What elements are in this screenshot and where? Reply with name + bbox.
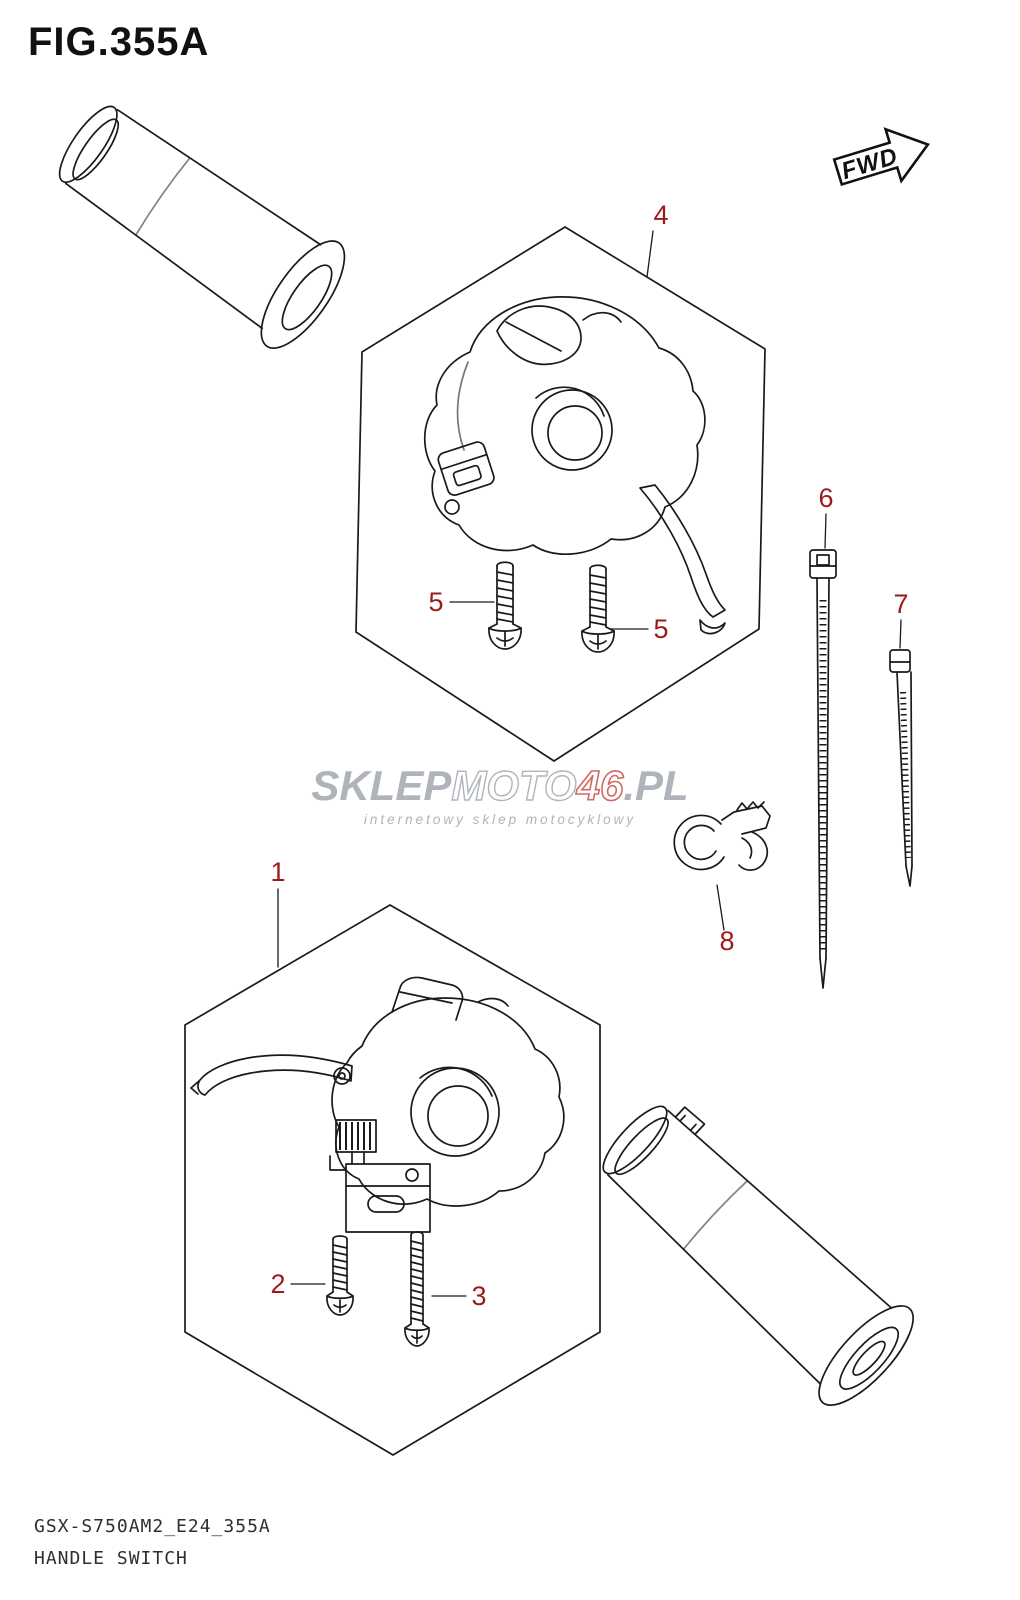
handlebar-hole-lower bbox=[410, 1067, 500, 1157]
callout-numbers: 4 5 5 6 7 8 1 2 3 bbox=[270, 200, 908, 1311]
leader-lines bbox=[277, 230, 902, 1297]
figure-title: FIG.355A bbox=[28, 20, 210, 64]
handlebar-grip-left bbox=[58, 105, 346, 349]
callout-3: 3 bbox=[471, 1281, 486, 1311]
callout-5-right: 5 bbox=[653, 614, 668, 644]
watermark-sklep: SKLEP bbox=[311, 762, 452, 809]
watermark: SKLEPMOTO46.PL internetowy sklep motocyk… bbox=[311, 761, 688, 827]
watermark-pl: .PL bbox=[623, 762, 688, 809]
hexagon-lower bbox=[184, 904, 601, 1456]
screw-3 bbox=[404, 1231, 430, 1347]
screw-5-left bbox=[488, 561, 522, 650]
handle-switch-upper bbox=[423, 296, 726, 635]
fwd-arrow-shape bbox=[832, 127, 930, 187]
fwd-label: FWD bbox=[838, 142, 901, 185]
watermark-46: 46 bbox=[576, 762, 624, 809]
hexagon-upper bbox=[355, 226, 766, 762]
fwd-arrow: FWD bbox=[832, 127, 930, 187]
handle-switch-lower bbox=[190, 976, 565, 1233]
handlebar-grip-right bbox=[602, 1105, 915, 1406]
model-code: GSX-S750AM2_E24_355A bbox=[34, 1516, 271, 1537]
callout-4: 4 bbox=[653, 200, 668, 230]
callout-6: 6 bbox=[818, 483, 833, 513]
callout-1: 1 bbox=[270, 857, 285, 887]
screw-2 bbox=[326, 1235, 354, 1316]
wire-clamp-8 bbox=[673, 801, 771, 871]
svg-text:SKLEPMOTO46.PL: SKLEPMOTO46.PL bbox=[311, 762, 688, 809]
watermark-subtitle: internetowy sklep motocyklowy bbox=[364, 812, 636, 827]
leader-8 bbox=[716, 884, 725, 931]
callout-5-left: 5 bbox=[428, 587, 443, 617]
callout-8: 8 bbox=[719, 926, 734, 956]
screw-5-right bbox=[581, 564, 615, 653]
handlebar-hole-upper bbox=[531, 389, 613, 471]
cable-tie-7 bbox=[889, 649, 913, 887]
leader-4 bbox=[646, 230, 654, 278]
leader-7 bbox=[899, 619, 902, 649]
callout-7: 7 bbox=[893, 589, 908, 619]
cable-tie-6 bbox=[809, 549, 837, 989]
leader-6 bbox=[824, 513, 827, 549]
callout-2: 2 bbox=[270, 1269, 285, 1299]
watermark-moto: MOTO bbox=[451, 762, 576, 809]
figure-caption: HANDLE SWITCH bbox=[34, 1548, 188, 1569]
